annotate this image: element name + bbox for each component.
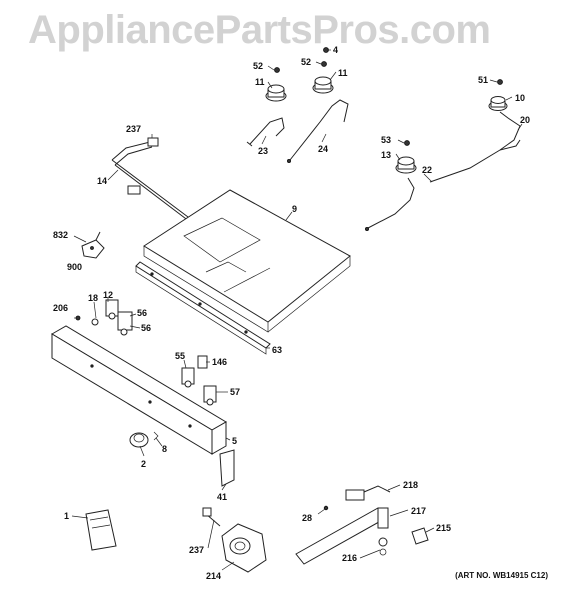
callout-214: 214 bbox=[206, 571, 222, 581]
callout-12: 12 bbox=[103, 290, 114, 300]
callout-832: 832 bbox=[53, 230, 69, 240]
tube-22 bbox=[364, 177, 415, 231]
callout-52-right: 52 bbox=[301, 57, 312, 67]
tube-23 bbox=[246, 117, 285, 147]
regulator-214 bbox=[202, 507, 267, 573]
bracket-41 bbox=[219, 449, 235, 487]
valve-55 bbox=[181, 355, 217, 406]
callout-24: 24 bbox=[318, 144, 329, 154]
callout-20: 20 bbox=[520, 115, 531, 125]
callout-11-right: 11 bbox=[338, 68, 348, 78]
callout-55: 55 bbox=[175, 351, 186, 361]
tube-24 bbox=[286, 99, 349, 163]
literature-1 bbox=[85, 509, 117, 551]
callout-5: 5 bbox=[232, 436, 238, 446]
igniter-assembly bbox=[295, 485, 429, 565]
leader-lines bbox=[71, 49, 523, 571]
burner-left bbox=[265, 67, 287, 102]
burner-front-right bbox=[395, 140, 417, 174]
callout-216: 216 bbox=[342, 553, 358, 563]
callout-237-bottom: 237 bbox=[189, 545, 205, 555]
callout-10: 10 bbox=[515, 93, 526, 103]
callout-13: 13 bbox=[381, 150, 392, 160]
tube-20 bbox=[429, 111, 521, 183]
callout-237-top: 237 bbox=[126, 124, 142, 134]
rail-63 bbox=[135, 261, 271, 355]
callout-1: 1 bbox=[64, 511, 70, 521]
callout-206: 206 bbox=[53, 303, 69, 313]
callout-217: 217 bbox=[411, 506, 427, 516]
callout-9: 9 bbox=[292, 204, 298, 214]
callout-57: 57 bbox=[230, 387, 241, 397]
callout-900: 900 bbox=[67, 262, 83, 272]
callout-2: 2 bbox=[141, 459, 147, 469]
callout-56-upper: 56 bbox=[137, 308, 148, 318]
callout-215: 215 bbox=[436, 523, 452, 533]
callout-28: 28 bbox=[302, 513, 313, 523]
knob-2 bbox=[129, 431, 159, 448]
watermark-logo: AppliancePartsPros.com bbox=[28, 8, 491, 52]
callout-8: 8 bbox=[162, 444, 168, 454]
burner-rear-right bbox=[488, 79, 508, 111]
callout-18: 18 bbox=[88, 293, 99, 303]
callout-218: 218 bbox=[403, 480, 419, 490]
callout-56-lower: 56 bbox=[141, 323, 152, 333]
callout-22: 22 bbox=[422, 165, 433, 175]
callout-146: 146 bbox=[212, 357, 228, 367]
screw-206 bbox=[75, 315, 81, 321]
burner-right bbox=[312, 47, 334, 94]
callout-14: 14 bbox=[97, 176, 108, 186]
callout-41: 41 bbox=[217, 492, 228, 502]
callout-23: 23 bbox=[258, 146, 269, 156]
manifold-panel-5 bbox=[51, 325, 227, 455]
callout-53: 53 bbox=[381, 135, 392, 145]
callout-52-left: 52 bbox=[253, 61, 264, 71]
burner-box-9 bbox=[143, 189, 351, 333]
callout-63: 63 bbox=[272, 345, 283, 355]
callout-4: 4 bbox=[333, 45, 339, 55]
valve-12 bbox=[91, 299, 133, 336]
art-number: (ART NO. WB14915 C12) bbox=[455, 571, 548, 580]
callout-51: 51 bbox=[478, 75, 489, 85]
callout-11-left: 11 bbox=[255, 77, 265, 87]
bracket-900 bbox=[81, 231, 105, 259]
